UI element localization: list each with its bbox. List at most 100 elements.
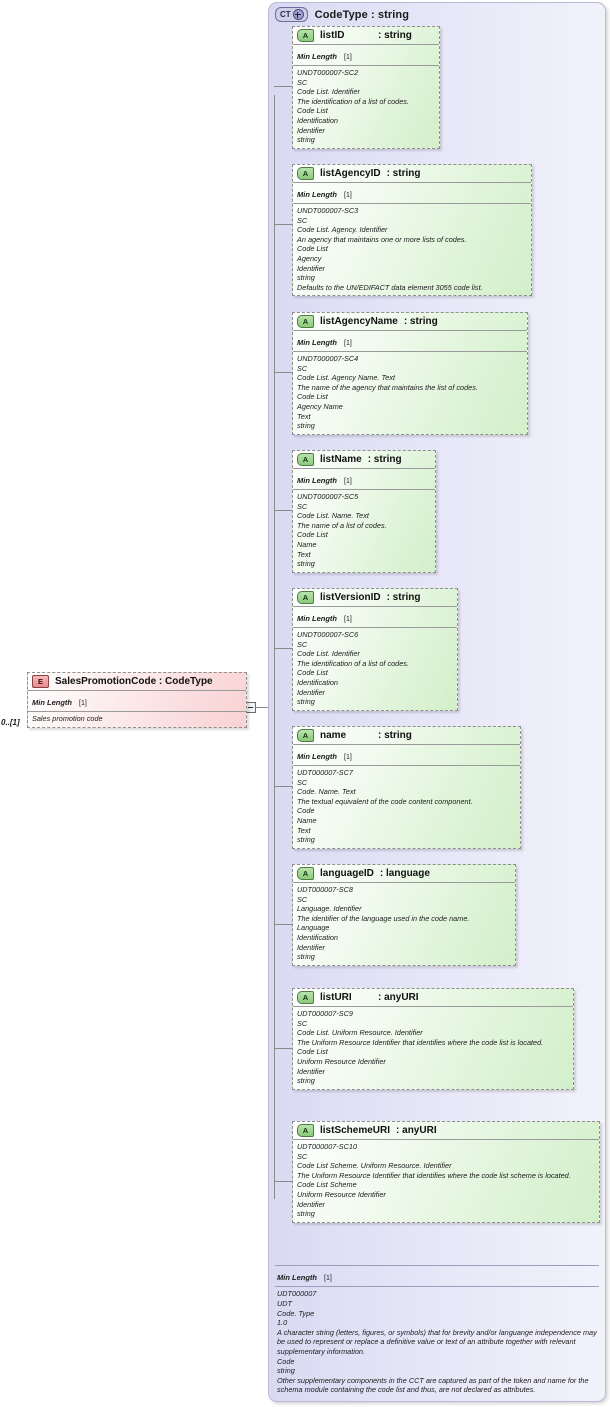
- doc-line: Defaults to the UN/EDIFACT data element …: [297, 282, 483, 292]
- attribute-type: : string: [386, 168, 421, 179]
- doc-line: Code List. Agency. Identifier: [297, 225, 388, 235]
- attribute-name: listName: [320, 454, 362, 465]
- doc-line: UDT: [277, 1299, 292, 1309]
- doc-line: Other supplementary components in the CC…: [277, 1375, 589, 1395]
- doc-line: Code. Type: [277, 1308, 315, 1318]
- doc-line: SC: [297, 639, 308, 649]
- doc-line: Code List Scheme: [297, 1180, 357, 1190]
- doc-line: Identifier: [297, 1199, 325, 1209]
- attribute-facet-value: [1]: [344, 54, 352, 61]
- doc-line: Code List: [297, 392, 328, 402]
- complextype-facet-name: Min Length: [277, 1273, 317, 1283]
- element-doc-lines: Sales promotion code: [28, 712, 246, 727]
- element-header: E SalesPromotionCode : CodeType: [28, 673, 246, 690]
- doc-line: string: [297, 697, 315, 707]
- connector-stub: [274, 924, 292, 925]
- doc-line: Identifier: [297, 125, 325, 135]
- attribute-facet-name: Min Length: [297, 338, 337, 347]
- doc-line: The Uniform Resource Identifier that ide…: [297, 1170, 571, 1180]
- doc-line: Code List. Identifier: [297, 87, 360, 97]
- doc-line: Code List. Name. Text: [297, 511, 369, 521]
- attribute-name: listAgencyName: [320, 316, 398, 327]
- attribute-badge: A: [297, 591, 314, 604]
- doc-line: SC: [297, 894, 308, 904]
- attribute-name: languageID: [320, 868, 374, 879]
- doc-line: Identifier: [297, 942, 325, 952]
- doc-line: 1.0: [277, 1318, 288, 1328]
- attribute-facet-value: [1]: [344, 616, 352, 623]
- complextype-badge-label: CT: [280, 10, 291, 19]
- attribute-facet-name: Min Length: [297, 476, 337, 485]
- doc-line: SC: [297, 501, 308, 511]
- attribute-facet-value: [1]: [344, 340, 352, 347]
- doc-line: Text: [297, 825, 311, 835]
- doc-line: string: [297, 835, 315, 845]
- element-facet-value: [1]: [79, 700, 87, 707]
- doc-line: Name: [297, 815, 317, 825]
- attribute-facet-name: Min Length: [297, 752, 337, 761]
- element-box-salespromotioncode[interactable]: E SalesPromotionCode : CodeType Min Leng…: [27, 672, 247, 728]
- doc-line: SC: [297, 777, 308, 787]
- doc-line: string: [297, 952, 315, 962]
- doc-line: Identifier: [297, 263, 325, 273]
- complextype-badge: CT: [275, 7, 308, 22]
- attribute-separator: [293, 1139, 599, 1140]
- attribute-name: listURI: [320, 992, 352, 1003]
- circle-plus-icon[interactable]: [292, 9, 304, 20]
- doc-line: Identification: [297, 115, 338, 125]
- doc-line: Name: [297, 539, 317, 549]
- attribute-facet-name: Min Length: [297, 614, 337, 623]
- element-facet-row: Min Length[1]: [28, 690, 246, 712]
- doc-line: The identifier of the language used in t…: [297, 913, 470, 923]
- doc-line: UDT000007-SC10: [297, 1142, 358, 1151]
- doc-line: Language. Identifier: [297, 904, 362, 914]
- attribute-name: name: [320, 730, 347, 741]
- attribute-badge: A: [297, 729, 314, 742]
- doc-line: UDT000007-SC9: [297, 1009, 353, 1018]
- doc-line: string: [297, 1209, 315, 1219]
- connector-stub: [274, 224, 292, 225]
- connector-stub: [274, 86, 292, 87]
- attribute-facet-row: Min Length[1]: [293, 468, 435, 490]
- attribute-name: listID: [320, 30, 345, 41]
- attribute-type: : string: [378, 730, 412, 741]
- attribute-facet-row: Min Length [1]: [293, 744, 520, 766]
- attribute-name: listVersionID: [320, 592, 381, 603]
- doc-line: Code List: [297, 668, 328, 678]
- doc-line: Code List: [297, 1047, 328, 1057]
- attribute-facet-row: Min Length [1]: [293, 330, 527, 352]
- doc-line: Text: [297, 549, 311, 559]
- connector-trunk: [274, 95, 275, 1199]
- attribute-type: : string: [367, 454, 402, 465]
- cardinality-label: 0..[1]: [1, 718, 20, 727]
- attribute-type: : string: [378, 30, 412, 41]
- doc-line: Code List. Identifier: [297, 649, 360, 659]
- doc-line: The identification of a list of codes.: [297, 96, 409, 106]
- doc-line: Code List. Uniform Resource. Identifier: [297, 1028, 423, 1038]
- connector-stub: [274, 372, 292, 373]
- element-title: SalesPromotionCode : CodeType: [55, 676, 213, 687]
- doc-line: SC: [297, 363, 308, 373]
- doc-line: Code List Scheme. Uniform Resource. Iden…: [297, 1161, 452, 1171]
- attribute-badge: A: [297, 991, 314, 1004]
- attribute-facet-value: [1]: [344, 754, 352, 761]
